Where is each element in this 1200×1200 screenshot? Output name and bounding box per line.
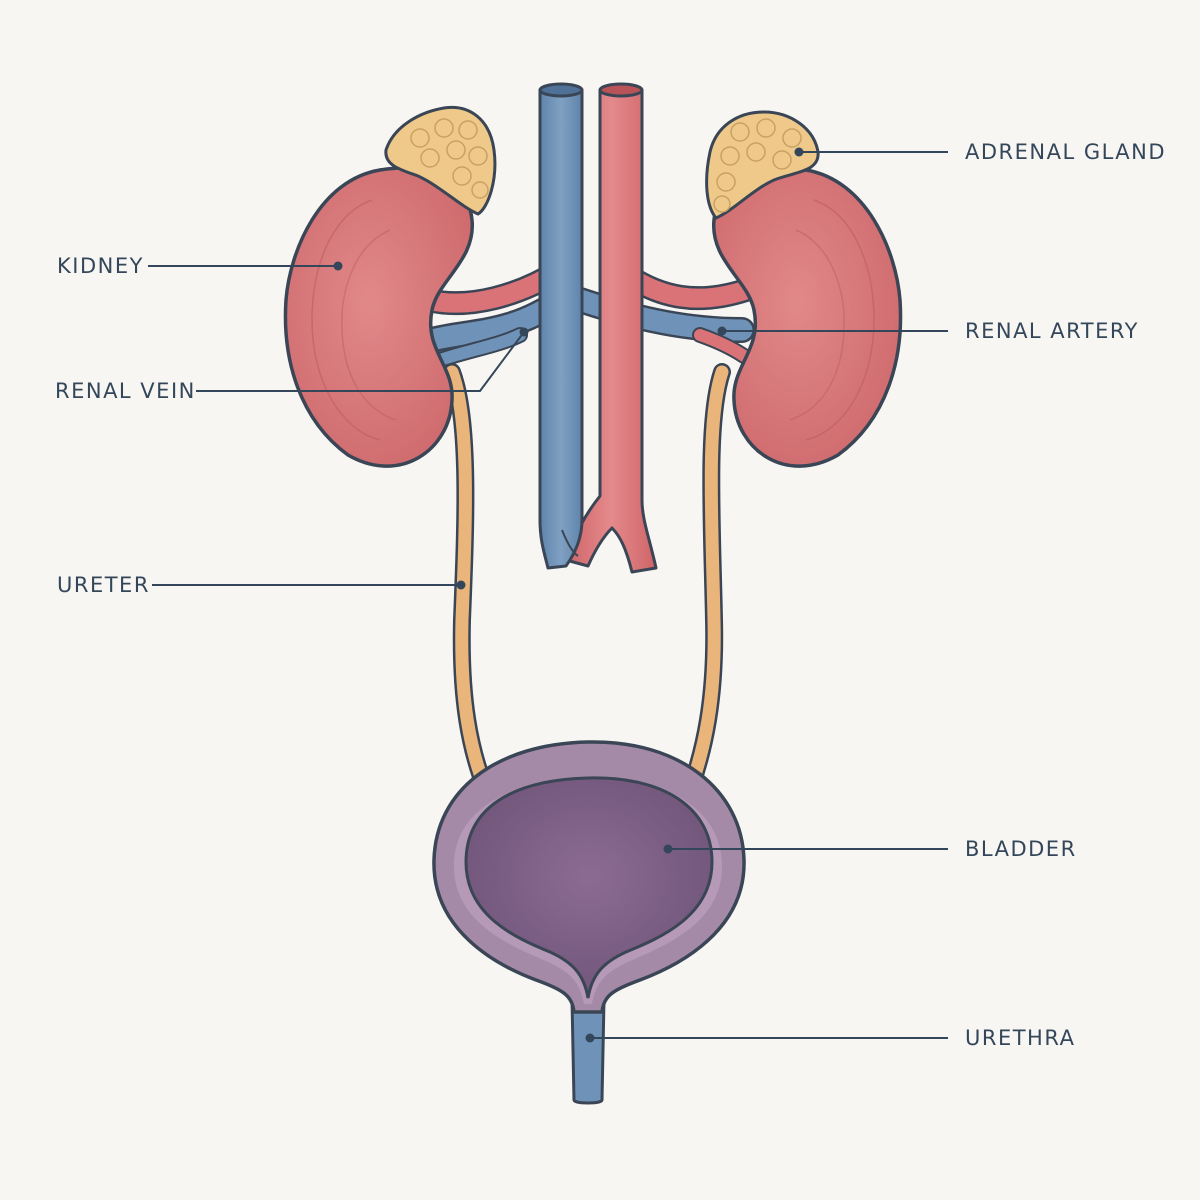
label-urethra: URETHRA — [965, 1026, 1076, 1050]
leader-ureter — [152, 580, 466, 590]
bladder — [432, 740, 746, 1014]
leader-renal-artery — [717, 326, 948, 336]
label-renal-vein: RENAL VEIN — [55, 379, 196, 403]
leader-kidney — [148, 261, 343, 271]
label-kidney: KIDNEY — [57, 254, 144, 278]
left-ureter — [443, 363, 495, 799]
right-adrenal-gland — [705, 110, 820, 220]
leader-renal-vein — [196, 327, 529, 392]
leader-urethra — [585, 1033, 948, 1043]
right-kidney — [712, 166, 903, 468]
label-ureter: URETER — [57, 573, 150, 597]
left-adrenal-gland — [384, 105, 497, 216]
right-ureter — [681, 363, 731, 799]
leader-bladder — [663, 844, 948, 854]
label-bladder: BLADDER — [965, 837, 1077, 861]
urethra — [570, 998, 606, 1105]
left-kidney — [283, 166, 474, 468]
label-renal-artery: RENAL ARTERY — [965, 319, 1139, 343]
leader-adrenal-gland — [794, 147, 948, 157]
label-adrenal-gland: ADRENAL GLAND — [965, 140, 1167, 164]
vena-cava — [538, 82, 584, 570]
